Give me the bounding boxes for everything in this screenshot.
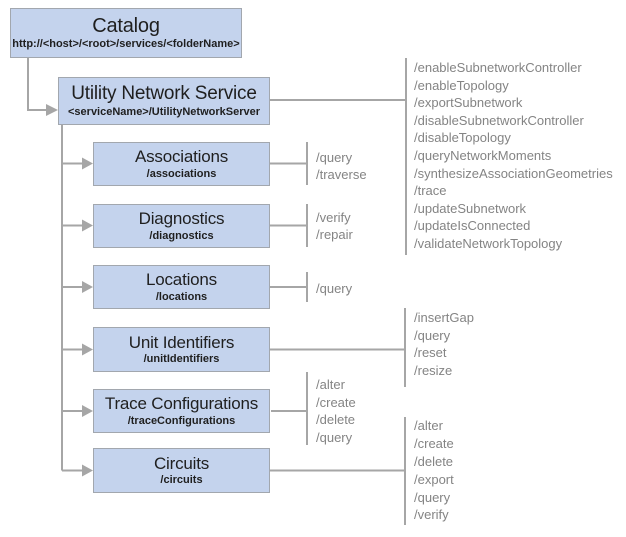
arrowhead-icon <box>82 157 93 170</box>
node-title: Unit Identifiers <box>128 332 235 352</box>
node-path: /circuits <box>160 474 203 487</box>
operation-label: /reset <box>414 345 447 361</box>
trace-configurations-operations-list: /alter /create /delete /query <box>316 376 356 447</box>
operation-label: /alter <box>414 418 443 433</box>
operation-label: /exportSubnetwork <box>414 95 523 111</box>
node-title: Trace Configurations <box>104 394 259 414</box>
node-title: Diagnostics <box>138 209 225 229</box>
operation-label: /verify <box>414 507 449 523</box>
operation-label: /disableSubnetworkController <box>414 112 584 128</box>
circuits-node: Circuits /circuits <box>93 448 270 493</box>
unit-identifiers-operations-list: /insertGap /query /reset /resize <box>414 309 474 380</box>
service-operations-list: /enableSubnetworkController /enableTopol… <box>414 59 613 253</box>
node-title: Circuits <box>153 453 210 473</box>
service-title: Utility Network Service <box>71 83 257 105</box>
locations-node: Locations /locations <box>93 265 270 309</box>
operation-label: /verify <box>316 210 351 225</box>
operation-label: /validateNetworkTopology <box>414 235 563 251</box>
node-path: /unitIdentifiers <box>143 353 220 366</box>
operation-label: /traverse <box>316 167 367 182</box>
associations-node: Associations /associations <box>93 142 270 186</box>
node-title: Locations <box>146 270 217 290</box>
service-path: <serviceName>/UtilityNetworkServer <box>68 105 260 118</box>
node-path: /associations <box>146 167 217 180</box>
operation-label: /export <box>414 471 454 487</box>
operation-label: /queryNetworkMoments <box>414 147 552 163</box>
connector-catalog-to-service <box>27 58 47 111</box>
catalog-node: Catalog http://<host>/<root>/services/<f… <box>10 8 242 58</box>
operation-label: /resize <box>414 363 453 379</box>
operation-label: /query <box>316 430 353 446</box>
utility-network-service-node: Utility Network Service <serviceName>/Ut… <box>58 77 270 125</box>
circuits-operations-list: /alter /create /delete /export /query /v… <box>414 417 454 524</box>
operation-label: /query <box>414 327 451 343</box>
operation-label: /insertGap <box>414 310 474 325</box>
associations-operations-list: /query /traverse <box>316 149 367 183</box>
operation-label: /query <box>316 281 353 296</box>
operation-label: /create <box>414 435 454 451</box>
node-path: /diagnostics <box>149 229 214 242</box>
operation-label: /enableTopology <box>414 77 509 93</box>
arrowhead-icon <box>82 281 93 293</box>
node-path: /traceConfigurations <box>127 414 236 427</box>
unit-identifiers-node: Unit Identifiers /unitIdentifiers <box>93 327 270 372</box>
operation-label: /query <box>414 489 451 505</box>
arrowhead-icon <box>46 104 58 116</box>
locations-operations-list: /query <box>316 280 352 297</box>
operation-label: /delete <box>316 412 356 428</box>
operation-label: /updateSubnetwork <box>414 200 527 216</box>
operation-label: /enableSubnetworkController <box>414 60 582 75</box>
operation-label: /synthesizeAssociationGeometries <box>414 165 613 181</box>
operation-label: /updateIsConnected <box>414 218 531 234</box>
operation-label: /delete <box>414 453 454 469</box>
operation-label: /create <box>316 394 356 410</box>
operation-label: /trace <box>414 183 447 199</box>
diagnostics-node: Diagnostics /diagnostics <box>93 204 270 248</box>
arrowhead-icon <box>82 464 93 477</box>
operation-label: /disableTopology <box>414 130 511 146</box>
arrowhead-icon <box>82 219 93 232</box>
node-title: Associations <box>134 147 229 167</box>
operation-label: /query <box>316 150 353 165</box>
catalog-title: Catalog <box>92 14 160 37</box>
arrowhead-icon <box>82 405 93 417</box>
diagnostics-operations-list: /verify /repair <box>316 209 353 243</box>
trace-configurations-node: Trace Configurations /traceConfiguration… <box>93 389 270 433</box>
arrowhead-icon <box>82 343 93 356</box>
operation-label: /repair <box>316 227 353 242</box>
node-path: /locations <box>155 290 208 303</box>
catalog-url: http://<host>/<root>/services/<folderNam… <box>12 38 240 51</box>
operation-label: /alter <box>316 377 345 392</box>
